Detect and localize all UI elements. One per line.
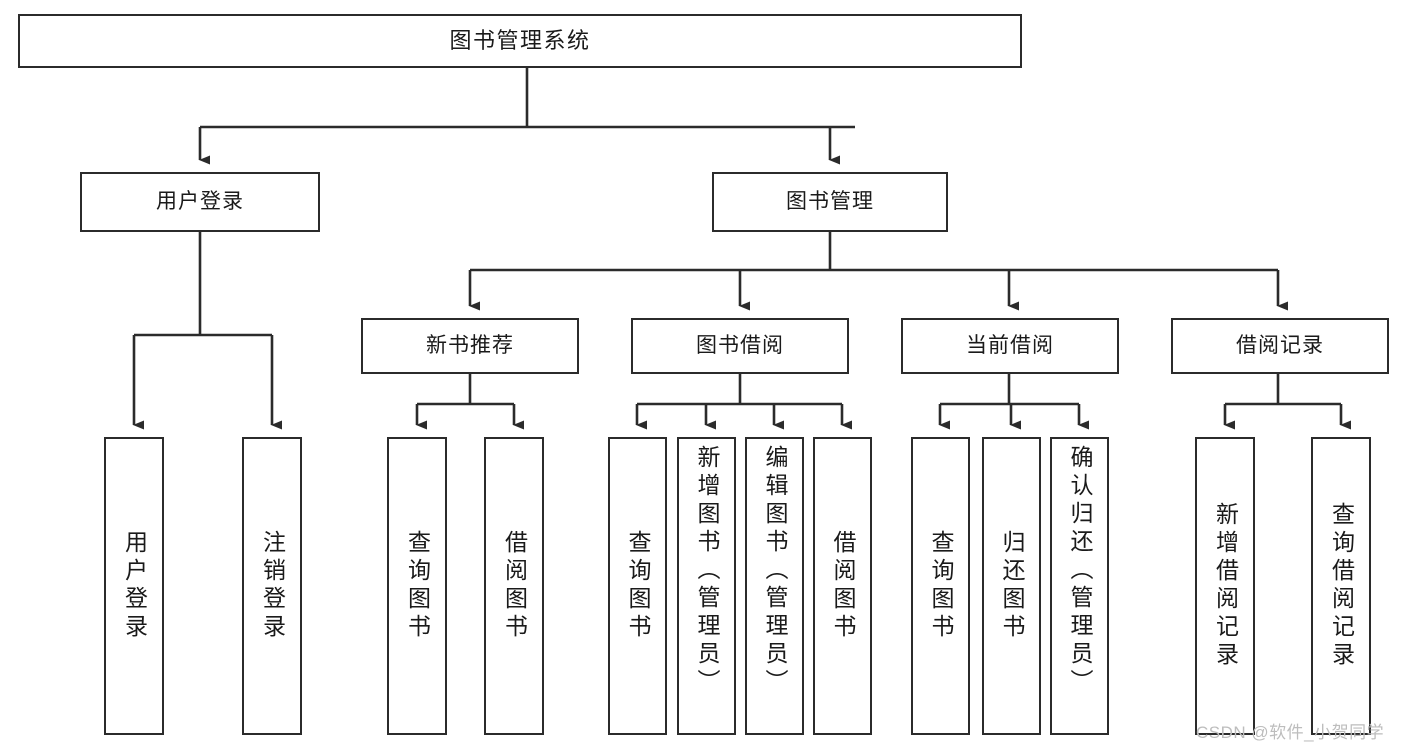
node-book-manage[interactable]: 图书管理 [712,172,948,232]
node-leaf-user-login-label: 用户登录 [121,530,148,642]
node-leaf-return-book-label: 归还图书 [999,530,1025,642]
node-leaf-borrow-book-2[interactable]: 借阅图书 [813,437,872,735]
node-leaf-query-book-3[interactable]: 查询图书 [911,437,970,735]
node-leaf-edit-book[interactable]: 编辑图书（管理员） [745,437,804,735]
node-user-login[interactable]: 用户登录 [80,172,320,232]
node-current-borrow-label: 当前借阅 [966,333,1054,357]
node-leaf-query-record-label: 查询借阅记录 [1328,502,1355,670]
node-book-borrow-label: 图书借阅 [696,333,784,357]
node-leaf-query-book-3-label: 查询图书 [928,530,954,642]
node-leaf-borrow-book-1[interactable]: 借阅图书 [484,437,544,735]
node-leaf-confirm-return[interactable]: 确认归还（管理员） [1050,437,1109,735]
node-leaf-logout[interactable]: 注销登录 [242,437,302,735]
node-user-login-label: 用户登录 [156,189,244,213]
node-leaf-add-record[interactable]: 新增借阅记录 [1195,437,1255,735]
node-leaf-edit-book-label: 编辑图书（管理员） [762,445,788,697]
node-new-book-rec-label: 新书推荐 [426,333,514,357]
node-leaf-query-book-2-label: 查询图书 [625,530,651,642]
node-leaf-user-login[interactable]: 用户登录 [104,437,164,735]
node-leaf-logout-label: 注销登录 [259,530,286,642]
node-borrow-record[interactable]: 借阅记录 [1171,318,1389,374]
node-leaf-query-book-1[interactable]: 查询图书 [387,437,447,735]
node-borrow-record-label: 借阅记录 [1236,333,1324,357]
node-leaf-borrow-book-2-label: 借阅图书 [830,530,856,642]
node-book-manage-label: 图书管理 [786,189,874,213]
node-leaf-query-book-2[interactable]: 查询图书 [608,437,667,735]
node-leaf-add-book-label: 新增图书（管理员） [694,445,720,697]
node-current-borrow[interactable]: 当前借阅 [901,318,1119,374]
node-leaf-confirm-return-label: 确认归还（管理员） [1067,445,1093,697]
node-new-book-rec[interactable]: 新书推荐 [361,318,579,374]
node-root[interactable]: 图书管理系统 [18,14,1022,68]
node-leaf-query-record[interactable]: 查询借阅记录 [1311,437,1371,735]
node-leaf-query-book-1-label: 查询图书 [404,530,431,642]
node-leaf-add-record-label: 新增借阅记录 [1212,502,1239,670]
node-root-label: 图书管理系统 [449,28,591,54]
node-leaf-borrow-book-1-label: 借阅图书 [501,530,528,642]
node-book-borrow[interactable]: 图书借阅 [631,318,849,374]
node-leaf-return-book[interactable]: 归还图书 [982,437,1041,735]
node-leaf-add-book[interactable]: 新增图书（管理员） [677,437,736,735]
watermark-text: CSDN @软件_小贺同学 [1196,723,1385,742]
